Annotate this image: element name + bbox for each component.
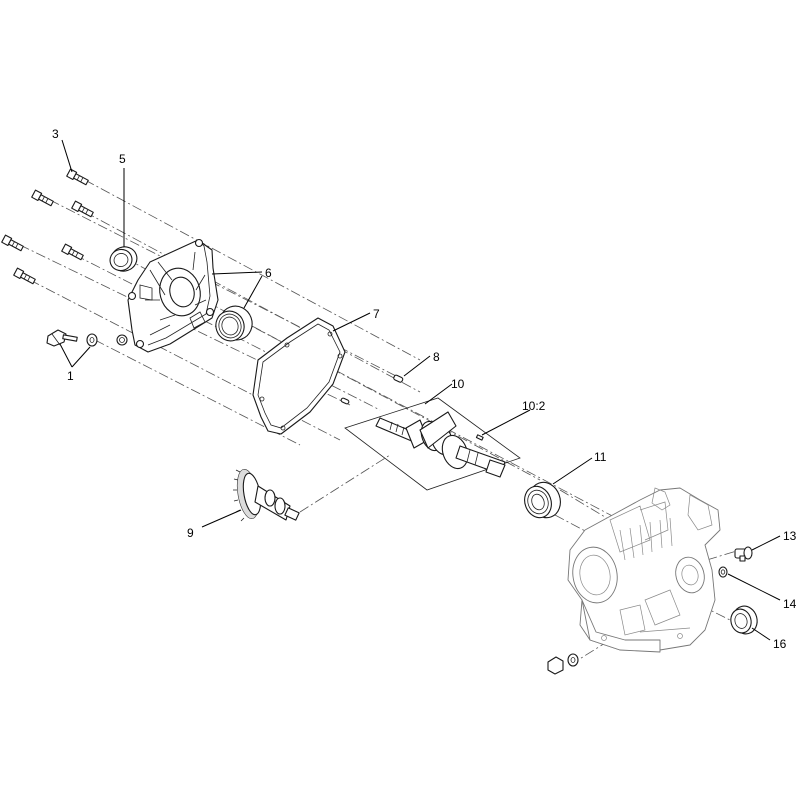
woodruff-key	[475, 434, 484, 441]
callout-7: 7	[373, 307, 380, 321]
callout-6: 6	[265, 266, 272, 280]
fitting	[734, 546, 753, 562]
crankcase-cover	[116, 238, 219, 353]
engine-block	[567, 487, 721, 653]
callout-8: 8	[433, 350, 440, 364]
bearing	[215, 305, 253, 342]
gasket	[252, 317, 346, 435]
callout-16: 16	[773, 637, 787, 651]
callout-9: 9	[187, 526, 194, 540]
main-bearing	[524, 481, 561, 519]
oil-seal-right	[730, 605, 758, 635]
callout-11: 11	[594, 450, 607, 464]
crankshaft	[375, 411, 506, 478]
callout-5: 5	[119, 152, 126, 166]
camshaft-gear	[233, 469, 300, 522]
bolt	[66, 168, 89, 186]
callout-1: 1	[67, 369, 74, 383]
callout-labels: 1 3 5 6 7 8 9 10 10:2 11 13 14 16	[52, 127, 797, 651]
washer	[718, 566, 728, 578]
bolt	[1, 234, 24, 252]
callout-3: 3	[52, 127, 59, 141]
crankshaft-assembly	[344, 397, 521, 491]
bolts	[1, 168, 94, 285]
callout-10: 10	[451, 377, 465, 391]
bolt	[61, 243, 84, 261]
drain-bolt	[547, 653, 579, 675]
callout-14: 14	[783, 597, 797, 611]
bolt	[13, 267, 36, 285]
leader-lines	[59, 139, 781, 641]
oil-fill-plug	[46, 329, 98, 347]
oil-seal	[109, 246, 138, 272]
callout-13: 13	[783, 529, 797, 543]
bolt	[71, 200, 94, 218]
callout-10-2: 10:2	[522, 399, 546, 413]
bolt	[31, 189, 54, 207]
dowel-pins	[340, 374, 404, 405]
